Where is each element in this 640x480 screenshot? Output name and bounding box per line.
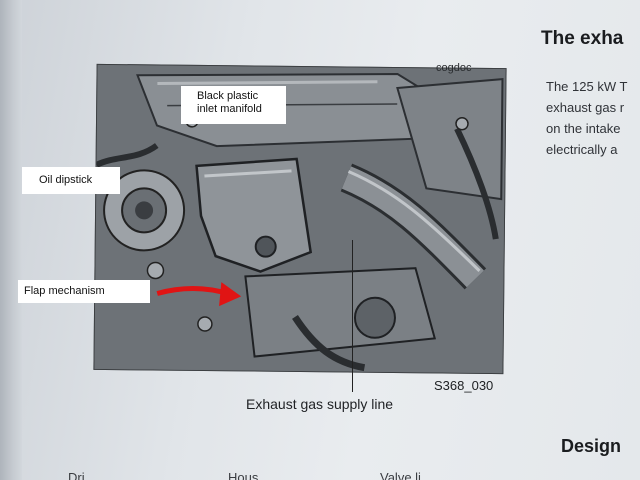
caption-leader-line: [352, 240, 353, 392]
figure-caption: Exhaust gas supply line: [246, 396, 394, 412]
label-line: Black plastic: [197, 90, 259, 102]
body-line: exhaust gas r: [546, 100, 625, 115]
figure-code: S368_030: [434, 378, 494, 393]
engine-drawing: [94, 64, 507, 375]
design-heading: Design: [561, 436, 622, 456]
body-paragraph: The 125 kW T exhaust gas r on the intake…: [546, 76, 627, 160]
body-line: electrically a: [546, 142, 618, 157]
bottom-fragment: Valve li: [380, 470, 421, 480]
label-line: inlet manifold: [197, 103, 262, 115]
label-oil-dipstick: Oil dipstick: [22, 167, 120, 194]
watermark-text: cogdoc: [436, 62, 472, 74]
label-flap-mechanism: Flap mechanism: [18, 280, 150, 303]
label-inlet-manifold: Black plastic inlet manifold: [181, 86, 286, 124]
section-title: The exha: [541, 28, 624, 49]
bottom-fragment: Hous: [228, 470, 259, 480]
body-line: The 125 kW T: [546, 79, 628, 94]
bottom-fragment: Dri: [68, 470, 85, 480]
page-binding-edge: [0, 0, 22, 480]
bottom-text-row: Dri Hous Valve li: [60, 470, 640, 480]
engine-diagram-image: [93, 63, 507, 375]
body-line: on the intake: [546, 121, 621, 136]
red-arrowhead: [219, 282, 242, 307]
